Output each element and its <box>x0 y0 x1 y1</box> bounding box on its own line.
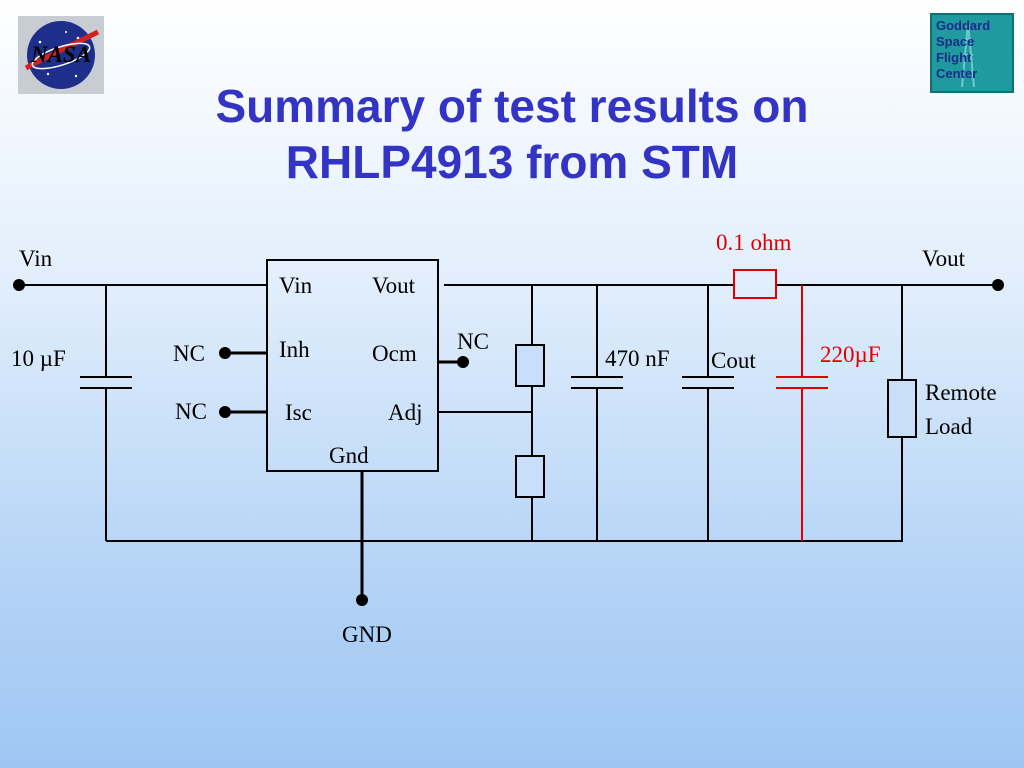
remote-load-resistor <box>887 379 917 438</box>
vin-terminal-label: Vin <box>19 246 53 271</box>
nc-ocm-label: NC <box>457 329 489 354</box>
nc-isc-label: NC <box>175 399 207 424</box>
gnd-terminal-dot <box>356 594 368 606</box>
vout-terminal-label: Vout <box>922 246 966 271</box>
nc-inh-label: NC <box>173 341 205 366</box>
ic-pin-isc: Isc <box>285 400 312 425</box>
svg-text:NASA: NASA <box>30 42 91 67</box>
capacitor-cout <box>682 376 734 389</box>
gsfc-logo-text: Goddard Space Flight Center <box>936 18 991 81</box>
nc-inh-dot <box>219 347 231 359</box>
c220-label: 220µF <box>820 342 881 367</box>
c470-label: 470 nF <box>605 346 670 371</box>
ic-pin-vin: Vin <box>279 273 313 298</box>
remote-load-label-2: Load <box>925 414 973 439</box>
resistor-r1 <box>515 344 545 387</box>
vin-terminal-dot <box>13 279 25 291</box>
capacitor-220uf <box>776 376 828 389</box>
ic-pin-adj: Adj <box>388 400 423 425</box>
remote-load-label: Remote <box>925 380 997 405</box>
regulator-ic <box>266 259 439 472</box>
ic-pin-gnd: Gnd <box>329 443 369 468</box>
capacitor-470nf <box>571 376 623 389</box>
series-resistor <box>733 269 777 299</box>
gsfc-logo: Goddard Space Flight Center <box>930 13 1014 93</box>
nasa-logo: NASA <box>18 16 104 94</box>
title-line-2: RHLP4913 from STM <box>285 136 739 188</box>
capacitor-cin <box>80 376 132 389</box>
cin-label: 10 µF <box>11 346 66 371</box>
resistor-r2 <box>515 455 545 498</box>
ic-pin-ocm: Ocm <box>372 341 417 366</box>
series-resistor-label: 0.1 ohm <box>716 230 792 255</box>
ic-pin-vout: Vout <box>372 273 416 298</box>
ic-pin-inh: Inh <box>279 337 310 362</box>
nc-isc-dot <box>219 406 231 418</box>
vout-terminal-dot <box>992 279 1004 291</box>
title-line-1: Summary of test results on <box>215 80 809 132</box>
nc-ocm-dot <box>457 356 469 368</box>
gnd-terminal-label: GND <box>342 622 392 647</box>
slide-title: Summary of test results on RHLP4913 from… <box>0 78 1024 190</box>
cout-label: Cout <box>711 348 756 373</box>
